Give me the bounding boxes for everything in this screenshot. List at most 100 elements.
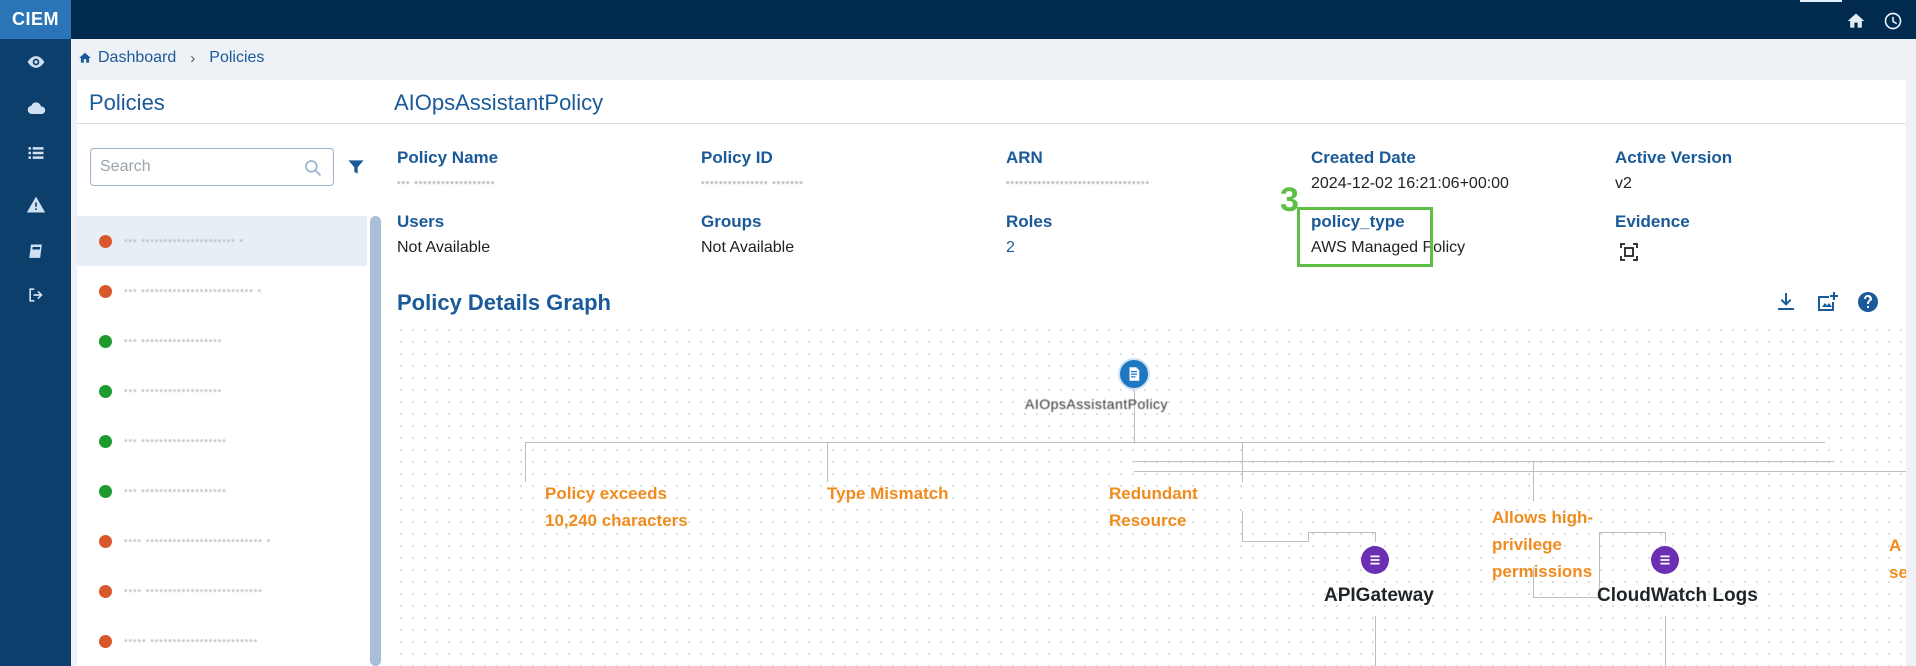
policy-type-value: AWS Managed Policy bbox=[1311, 239, 1466, 256]
status-dot bbox=[99, 434, 112, 448]
finding-high-privilege[interactable]: Allows high- privilege permissions bbox=[1492, 504, 1593, 585]
finding-line: privilege bbox=[1492, 535, 1562, 554]
search-input[interactable] bbox=[91, 149, 291, 185]
evidence-label: Evidence bbox=[1615, 212, 1690, 231]
root-policy-label: AIOpsAssistantPolicy bbox=[1025, 396, 1169, 412]
clock-icon[interactable] bbox=[1883, 11, 1903, 31]
finding-line: Allows high- bbox=[1492, 508, 1594, 527]
search-box bbox=[90, 148, 334, 186]
filter-icon[interactable] bbox=[346, 157, 366, 177]
created-date-value: 2024-12-02 16:21:06+00:00 bbox=[1311, 175, 1509, 192]
created-date-label: Created Date bbox=[1311, 148, 1416, 167]
warning-icon[interactable] bbox=[0, 191, 71, 219]
graph-title: Policy Details Graph bbox=[397, 290, 611, 315]
list-item-name: ••• ••••••••••••••••••• bbox=[124, 485, 227, 497]
graph-edge bbox=[1665, 616, 1666, 666]
graph-edge bbox=[1242, 541, 1309, 542]
breadcrumb: Dashboard › Policies bbox=[78, 49, 264, 67]
roles-label: Roles bbox=[1006, 212, 1053, 231]
logout-icon[interactable] bbox=[0, 281, 71, 309]
list-item[interactable]: •••• •••••••••••••••••••••••••• • bbox=[77, 516, 367, 566]
breadcrumb-policies-link[interactable]: Policies bbox=[209, 49, 265, 66]
list-item-name: •••• •••••••••••••••••••••••••• • bbox=[124, 535, 272, 547]
list-item-name: ••• •••••••••••••••••• bbox=[124, 385, 223, 397]
list-item[interactable]: ••• •••••••••••••••••• bbox=[77, 316, 367, 366]
finding-line: Type Mismatch bbox=[827, 484, 949, 503]
policy-type-label: policy_type bbox=[1311, 212, 1405, 231]
cloud-icon[interactable] bbox=[0, 95, 71, 123]
left-rail: CIEM bbox=[0, 0, 71, 666]
add-image-icon[interactable] bbox=[1815, 290, 1839, 314]
active-version-label: Active Version bbox=[1615, 148, 1733, 167]
status-dot bbox=[99, 484, 112, 498]
finding-line: 10,240 characters bbox=[545, 511, 688, 530]
root-policy-node[interactable] bbox=[1118, 358, 1150, 390]
status-dot bbox=[99, 584, 112, 598]
users-value: Not Available bbox=[397, 239, 491, 256]
book-icon[interactable] bbox=[0, 238, 71, 266]
groups-label: Groups bbox=[701, 212, 762, 231]
roles-count-link[interactable]: 2 bbox=[1006, 239, 1015, 256]
policy-graph-canvas[interactable]: AIOpsAssistantPolicy Policy exceeds 10,2… bbox=[395, 324, 1906, 666]
finding-policy-size[interactable]: Policy exceeds 10,240 characters bbox=[545, 480, 688, 534]
list-item[interactable]: ••• ••••••••••••••••••••• • bbox=[77, 216, 367, 266]
home-icon[interactable] bbox=[1846, 11, 1866, 31]
breadcrumb-separator: › bbox=[190, 49, 196, 67]
list-item-name: ••• ••••••••••••••••••• bbox=[124, 435, 227, 447]
finding-type-mismatch[interactable]: Type Mismatch bbox=[827, 480, 949, 507]
graph-edge bbox=[827, 442, 828, 482]
top-bar bbox=[71, 0, 1916, 39]
policy-id-value: ••••••••••••••• ••••••• bbox=[701, 178, 804, 189]
finding-line: se bbox=[1889, 563, 1906, 582]
policy-name-label: Policy Name bbox=[397, 148, 499, 167]
breadcrumb-dashboard-link[interactable]: Dashboard bbox=[98, 49, 177, 66]
evidence-screenshot-icon[interactable] bbox=[1619, 242, 1639, 262]
finding-redundant-resource[interactable]: Redundant Resource bbox=[1109, 480, 1198, 534]
eye-icon[interactable] bbox=[0, 48, 71, 76]
top-bar-indicator bbox=[1800, 0, 1842, 2]
app-logo[interactable]: CIEM bbox=[0, 0, 71, 39]
arn-label: ARN bbox=[1006, 148, 1043, 167]
status-dot bbox=[99, 634, 112, 648]
cloudwatch-logs-node[interactable] bbox=[1651, 546, 1679, 574]
graph-edge bbox=[1665, 532, 1666, 542]
status-dot bbox=[99, 384, 112, 398]
list-item-name: ••• •••••••••••••••••• bbox=[124, 335, 223, 347]
list-item[interactable]: ••••• •••••••••••••••••••••••• bbox=[77, 616, 367, 666]
finding-truncated[interactable]: A se bbox=[1889, 532, 1906, 586]
graph-edge bbox=[1308, 532, 1309, 542]
list-scrollbar-thumb[interactable] bbox=[370, 216, 381, 666]
list-item-name: ••• ••••••••••••••••••••••••• • bbox=[124, 285, 263, 297]
list-item-name: ••• ••••••••••••••••••••• • bbox=[124, 235, 245, 247]
graph-edge bbox=[1533, 567, 1534, 597]
status-dot bbox=[99, 284, 112, 298]
apigateway-label: APIGateway bbox=[1324, 585, 1434, 606]
help-icon[interactable] bbox=[1856, 290, 1880, 314]
policy-title: AIOpsAssistantPolicy bbox=[394, 90, 604, 115]
finding-line: A bbox=[1889, 536, 1902, 555]
download-icon[interactable] bbox=[1774, 290, 1798, 314]
list-item[interactable]: ••• •••••••••••••••••• bbox=[77, 366, 367, 416]
list-item[interactable]: ••• ••••••••••••••••••• bbox=[77, 466, 367, 516]
list-icon[interactable] bbox=[0, 139, 71, 167]
finding-line: Redundant bbox=[1109, 484, 1198, 503]
graph-edge bbox=[525, 442, 526, 482]
search-icon[interactable] bbox=[303, 158, 323, 178]
list-item-name: •••• •••••••••••••••••••••••••• bbox=[124, 585, 263, 597]
finding-line: Policy exceeds bbox=[545, 484, 667, 503]
status-dot bbox=[99, 334, 112, 348]
list-item-name: ••••• •••••••••••••••••••••••• bbox=[124, 635, 259, 647]
breadcrumb-home-icon[interactable] bbox=[78, 51, 92, 65]
status-dot bbox=[99, 534, 112, 548]
active-version-value: v2 bbox=[1615, 175, 1632, 192]
list-item[interactable]: ••• ••••••••••••••••••• bbox=[77, 416, 367, 466]
finding-line: Resource bbox=[1109, 511, 1187, 530]
list-item[interactable]: ••• ••••••••••••••••••••••••• • bbox=[77, 266, 367, 316]
arn-value: •••••••••••••••••••••••••••••••• bbox=[1006, 178, 1151, 189]
policy-name-value: ••• •••••••••••••••••• bbox=[397, 178, 496, 189]
graph-edge bbox=[1375, 616, 1376, 666]
graph-edge bbox=[1533, 461, 1534, 501]
apigateway-node[interactable] bbox=[1361, 546, 1389, 574]
list-item[interactable]: •••• •••••••••••••••••••••••••• bbox=[77, 566, 367, 616]
